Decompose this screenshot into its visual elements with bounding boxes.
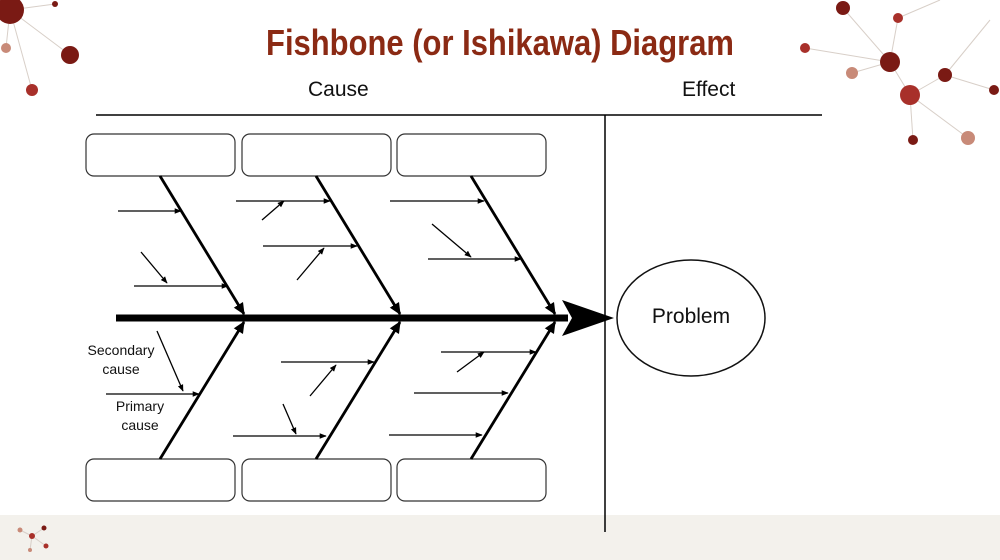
decoration-bottom-left xyxy=(17,525,49,552)
secondary-cause-arrow xyxy=(431,223,472,258)
bone-bottom-1 xyxy=(158,320,246,460)
cause-header: Cause xyxy=(308,78,369,101)
decoration-top-right xyxy=(800,0,999,145)
bone-top-2 xyxy=(314,175,402,316)
page-title: Fishbone (or Ishikawa) Diagram xyxy=(266,22,734,63)
bone-top-3 xyxy=(469,175,557,316)
category-box-bottom-2[interactable] xyxy=(241,458,392,502)
secondary-cause-arrow xyxy=(140,251,168,284)
problem-label: Problem xyxy=(651,305,731,328)
bone-bottom-3 xyxy=(469,320,557,460)
spine-arrowhead xyxy=(562,300,614,336)
secondary-cause-arrow xyxy=(456,351,485,373)
problem-ellipse[interactable] xyxy=(616,259,766,377)
category-box-top-1[interactable] xyxy=(85,133,236,177)
bone-bottom-2 xyxy=(314,320,402,460)
secondary-cause-arrow xyxy=(156,330,184,392)
effect-header: Effect xyxy=(682,78,736,101)
secondary-cause-arrow xyxy=(282,403,297,435)
secondary-cause-arrow xyxy=(261,200,285,221)
category-box-top-2[interactable] xyxy=(241,133,392,177)
bone-top-1 xyxy=(158,175,246,316)
secondary-cause-arrow xyxy=(309,364,337,397)
decoration-top-left xyxy=(0,0,79,96)
secondary-cause-arrow xyxy=(296,247,325,281)
footer-band xyxy=(0,515,1000,560)
category-box-top-3[interactable] xyxy=(396,133,547,177)
category-box-bottom-3[interactable] xyxy=(396,458,547,502)
secondary-cause-label: Secondary cause xyxy=(87,342,155,377)
category-box-bottom-1[interactable] xyxy=(85,458,236,502)
primary-cause-label: Primary cause xyxy=(115,398,165,433)
